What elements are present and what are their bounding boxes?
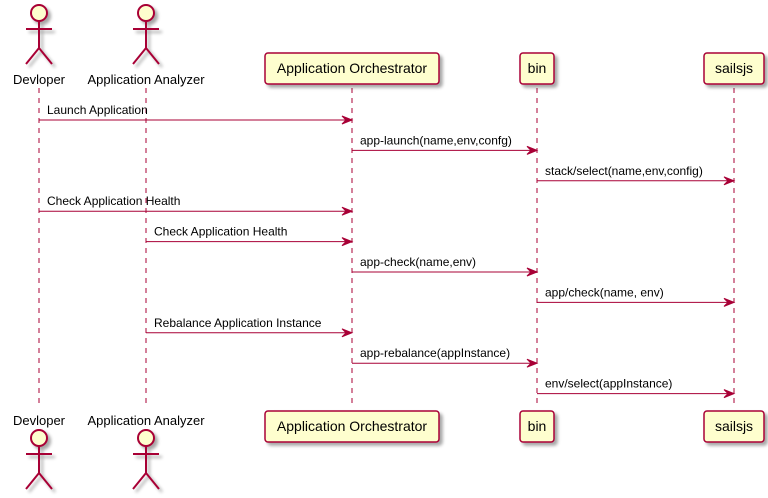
participant-label-orch-top: Application Orchestrator: [277, 60, 428, 76]
participant-box-orch-top: Application Orchestrator: [264, 52, 440, 85]
message-7: app/check(name, env): [537, 285, 736, 307]
arrowhead-icon: [526, 358, 539, 368]
message-label: stack/select(name,env,config): [545, 164, 703, 178]
message-1: Launch Application: [39, 103, 354, 125]
participant-label-analyzer-bottom: Application Analyzer: [87, 413, 205, 428]
message-label: app/check(name, env): [545, 285, 664, 299]
participant-label-sails-top: sailsjs: [715, 60, 753, 76]
message-3: stack/select(name,env,config): [537, 164, 736, 186]
actor-figure-dev-top: [25, 4, 53, 65]
message-label: app-rebalance(appInstance): [360, 346, 510, 360]
participant-box-orch-bottom: Application Orchestrator: [264, 410, 440, 443]
arrowhead-icon: [723, 389, 736, 399]
message-8: Rebalance Application Instance: [146, 316, 354, 338]
message-label: Rebalance Application Instance: [154, 316, 322, 330]
arrowhead-icon: [341, 115, 354, 125]
actor-figure-analyzer-top: [132, 4, 160, 65]
actor-figure-analyzer-bottom: [132, 429, 160, 490]
message-6: app-check(name,env): [352, 255, 539, 277]
participant-label-dev-bottom: Devloper: [13, 413, 66, 428]
message-5: Check Application Health: [146, 225, 354, 247]
arrowhead-icon: [341, 206, 354, 216]
message-10: env/select(appInstance): [537, 377, 736, 399]
message-9: app-rebalance(appInstance): [352, 346, 539, 368]
participant-label-bin-top: bin: [528, 60, 547, 76]
message-4: Check Application Health: [39, 194, 354, 216]
arrowhead-icon: [723, 176, 736, 186]
participant-box-bin-bottom: bin: [519, 410, 555, 443]
participant-box-bin-top: bin: [519, 52, 555, 85]
participant-label-orch-bottom: Application Orchestrator: [277, 418, 428, 434]
message-2: app-launch(name,env,confg): [352, 133, 539, 155]
message-label: env/select(appInstance): [545, 377, 672, 391]
message-label: Launch Application: [47, 103, 148, 117]
message-label: Check Application Health: [47, 194, 180, 208]
actor-figure-dev-bottom: [25, 429, 53, 490]
participant-box-sails-top: sailsjs: [703, 52, 765, 85]
arrowhead-icon: [526, 267, 539, 277]
participant-label-bin-bottom: bin: [528, 418, 547, 434]
participant-label-dev-top: Devloper: [13, 72, 66, 87]
message-label: app-launch(name,env,confg): [360, 133, 512, 147]
participant-label-sails-bottom: sailsjs: [715, 418, 753, 434]
participant-label-analyzer-top: Application Analyzer: [87, 72, 205, 87]
message-label: Check Application Health: [154, 225, 287, 239]
arrowhead-icon: [341, 328, 354, 338]
arrowhead-icon: [526, 145, 539, 155]
participant-box-sails-bottom: sailsjs: [703, 410, 765, 443]
arrowhead-icon: [341, 237, 354, 247]
arrowhead-icon: [723, 297, 736, 307]
message-label: app-check(name,env): [360, 255, 476, 269]
